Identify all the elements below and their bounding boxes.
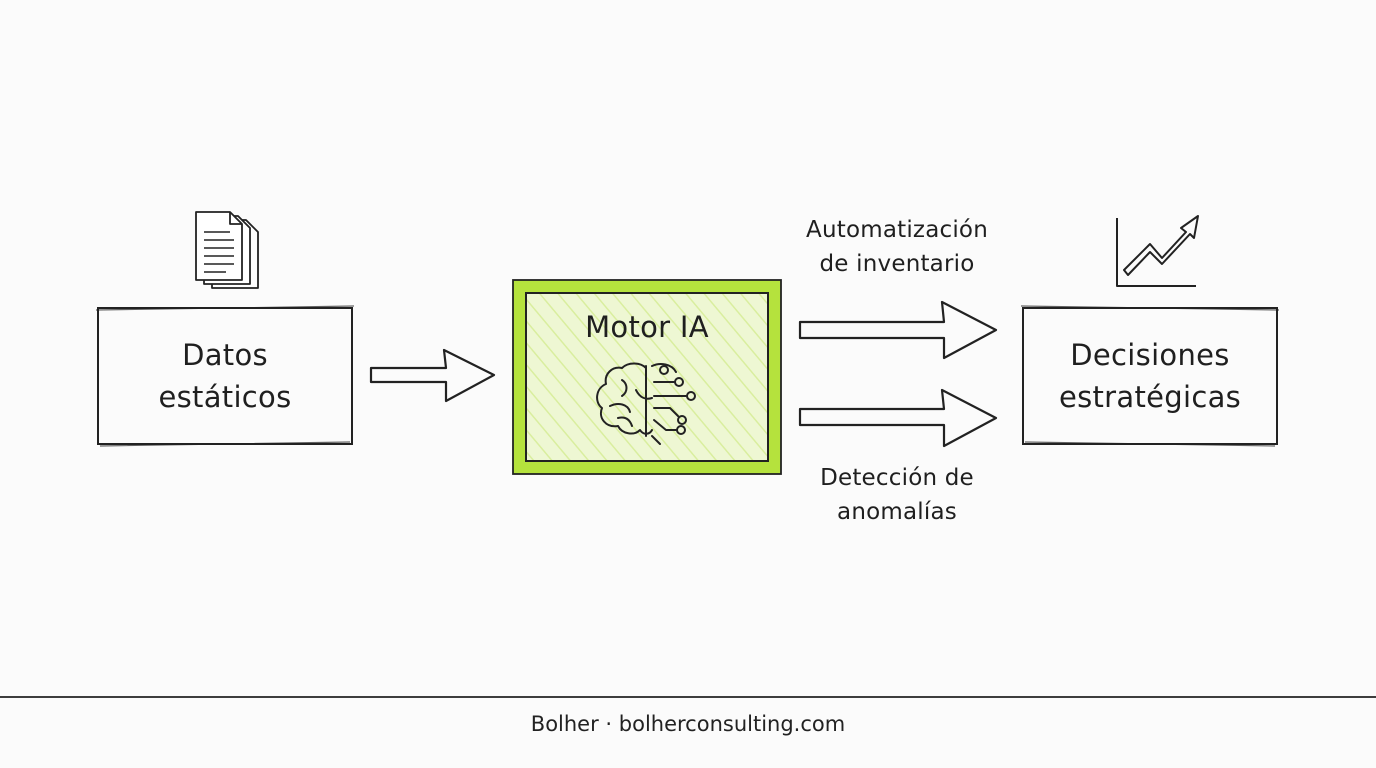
edge-label-top-line1: Automatización [806, 217, 988, 243]
edge-label-top-line2: de inventario [819, 251, 975, 277]
arrow-engine-to-output-top [798, 300, 998, 360]
arrow-engine-to-output-bottom [798, 388, 998, 448]
documents-icon [195, 211, 259, 289]
output-node-label-line2: estratégicas [1058, 380, 1242, 414]
engine-node-box [512, 279, 782, 475]
arrow-input-to-engine [369, 348, 496, 403]
engine-node-title-text: Motor IA [585, 310, 709, 344]
input-node-label: Datos estáticos [98, 334, 352, 418]
output-node-label: Decisiones estratégicas [1023, 334, 1277, 418]
brain-circuit-icon [596, 362, 696, 445]
footer-text: Bolher · bolherconsulting.com [530, 712, 846, 736]
edge-label-bottom: Detección de anomalías [772, 461, 1022, 529]
output-node-label-line1: Decisiones [1070, 338, 1230, 372]
growth-chart-icon [1116, 215, 1199, 287]
input-node-box [95, 305, 355, 447]
edge-label-bottom-line2: anomalías [837, 499, 957, 525]
input-node-label-line2: estáticos [158, 380, 292, 414]
edge-label-bottom-line1: Detección de [820, 465, 974, 491]
engine-node-title: Motor IA [526, 306, 768, 348]
edge-label-top: Automatización de inventario [772, 213, 1022, 281]
input-node-label-line1: Datos [182, 338, 268, 372]
output-node-box [1020, 305, 1280, 447]
